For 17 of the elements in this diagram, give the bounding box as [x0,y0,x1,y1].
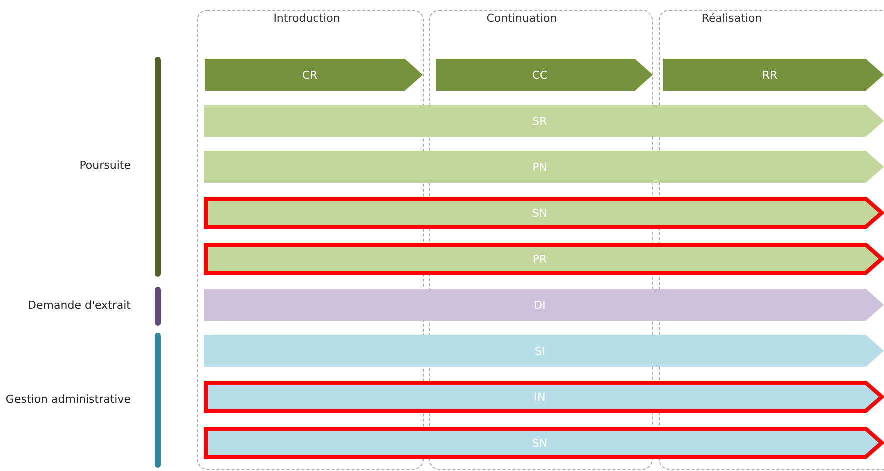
bar-label: CR [302,68,318,82]
bar-label: PN [532,160,548,174]
group-label: Poursuite [80,159,131,172]
phase-heading: Continuation [486,12,558,25]
phase-heading: Réalisation [702,12,762,25]
bar-label: SN [532,436,548,450]
bar-label: CC [532,68,548,82]
group-label: Demande d'extrait [28,298,131,312]
bar-label: RR [762,68,778,82]
bar-label: SI [534,344,546,358]
bar-label: IN [534,390,546,404]
bar-label: DI [534,298,546,312]
bar-label: SN [532,206,548,220]
bar-label: SR [532,114,548,128]
group-label: Gestion administrative [6,392,131,406]
phase-heading: Introduction [274,12,340,25]
bar-label: PR [532,252,548,266]
